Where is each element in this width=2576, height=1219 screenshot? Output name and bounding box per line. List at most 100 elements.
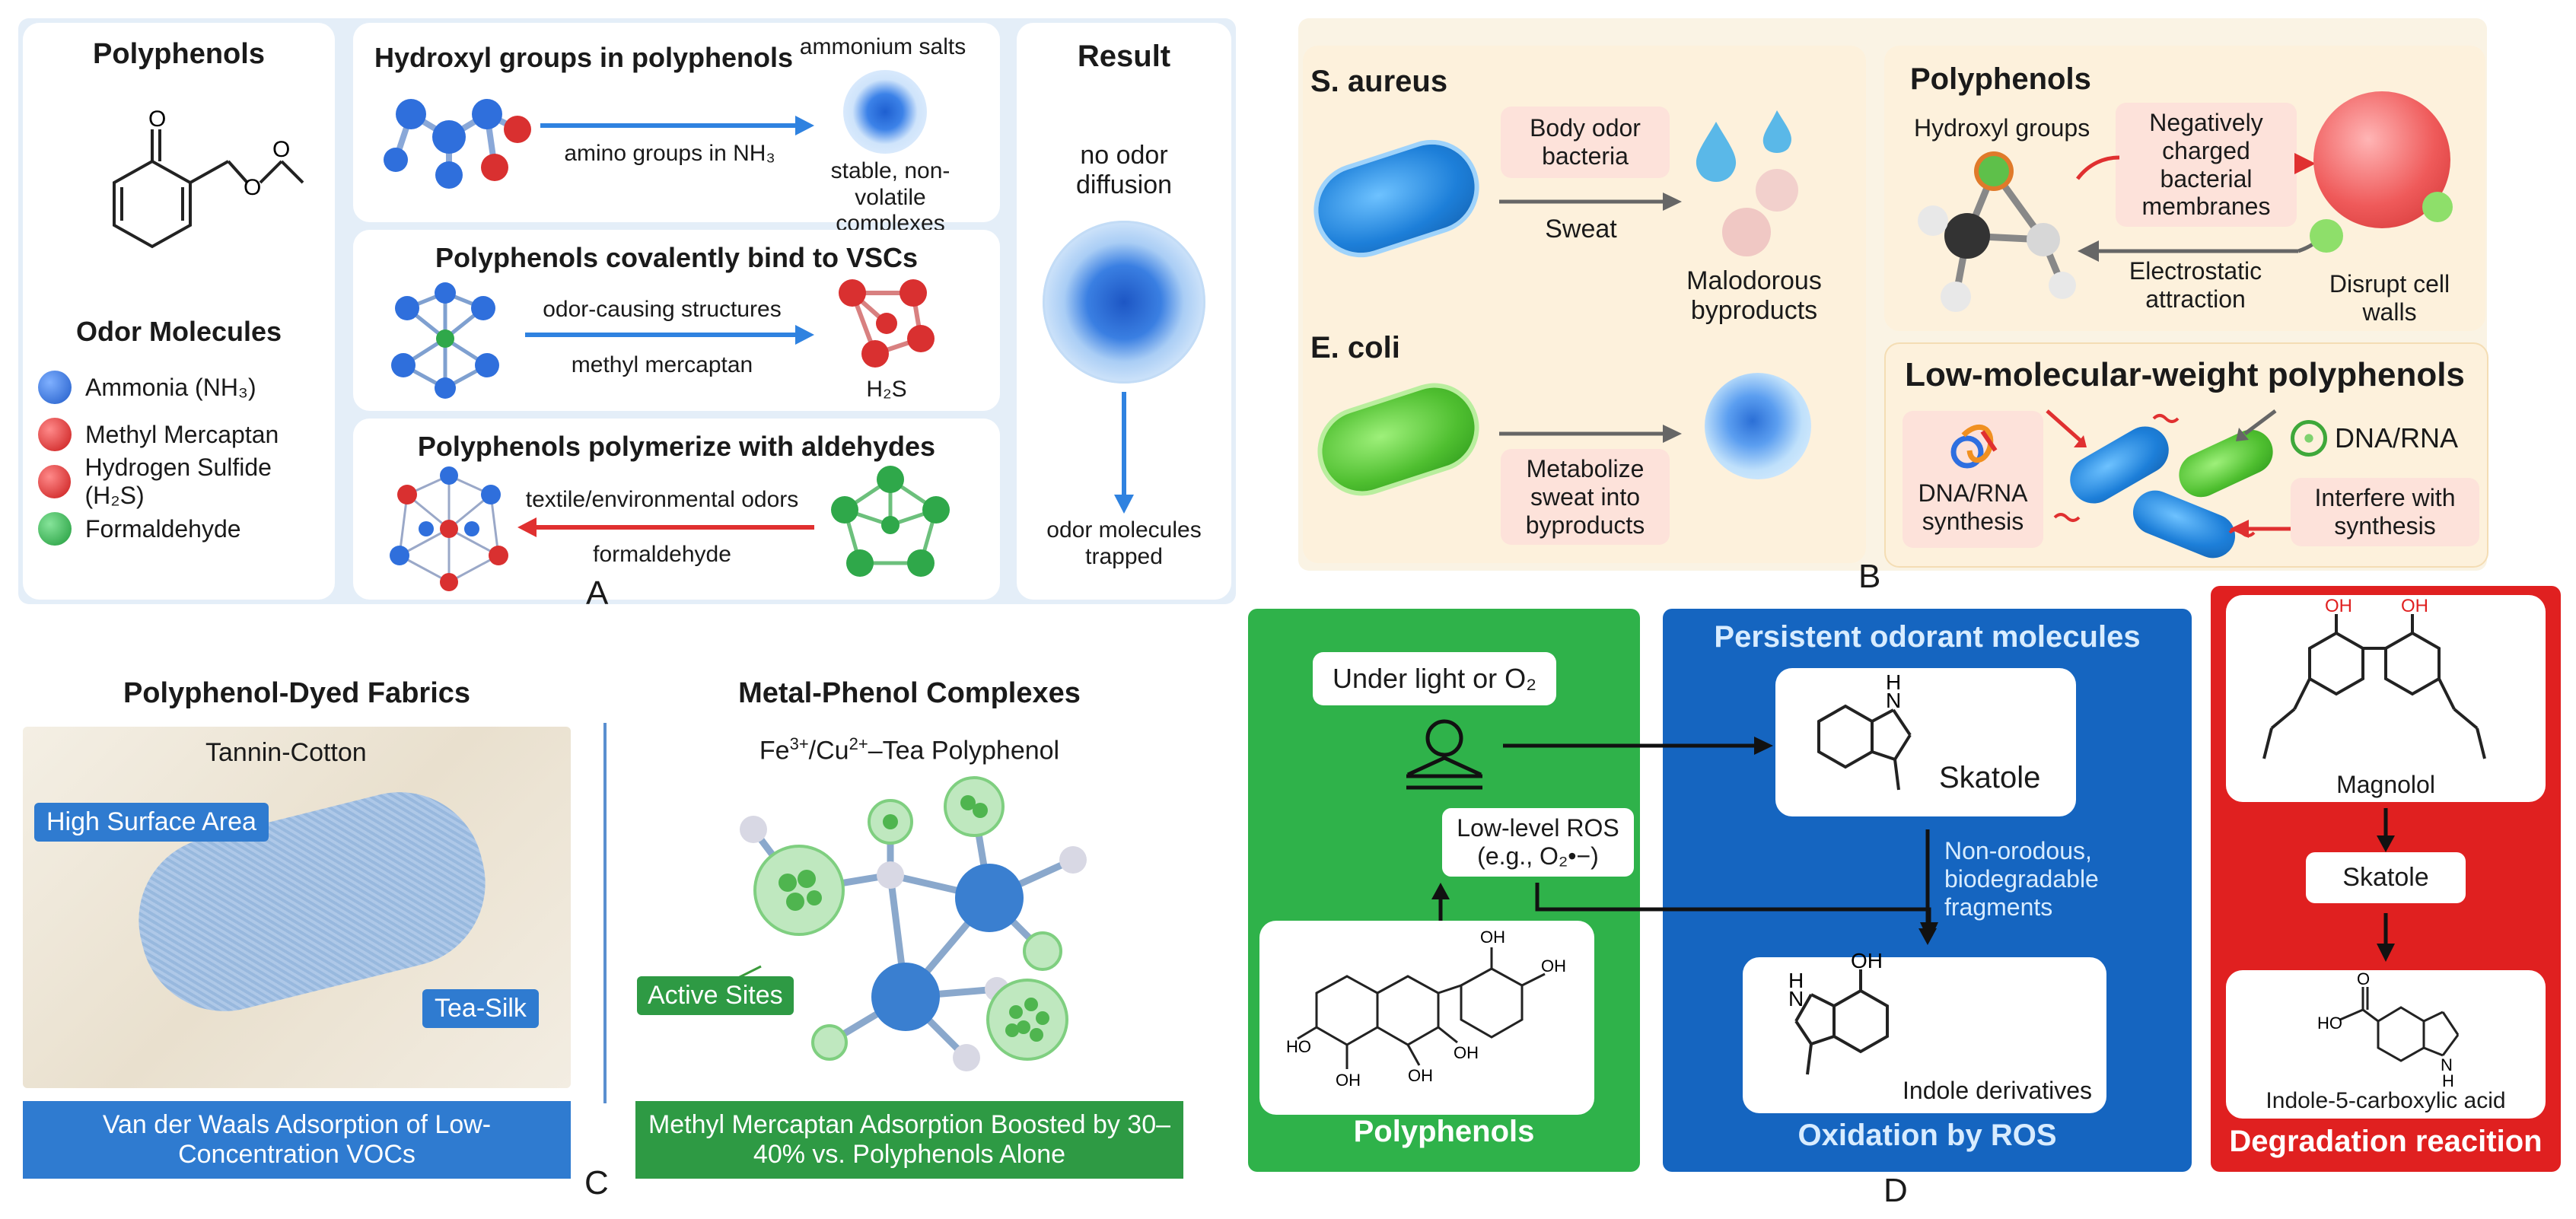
n-label: N	[1788, 987, 1804, 1011]
metabolize-arrow	[1499, 425, 1682, 443]
row1-title: Hydroxyl groups in polyphenols	[374, 42, 794, 73]
polyphenol-network-icon	[391, 282, 499, 399]
formaldehyde-molecule-icon	[831, 466, 950, 577]
row1-bottom-label: stable, non-volatile complexes	[830, 158, 950, 236]
vdw-caption: Van der Waals Adsorption of Low-Concentr…	[23, 1101, 571, 1179]
high-surface-pill: High Surface Area	[34, 803, 269, 842]
oh-label: OH	[1336, 1071, 1361, 1090]
o-label: O	[2357, 969, 2370, 988]
ammonium-salt-icon	[843, 70, 927, 154]
magnolol-label: Magnolol	[2336, 771, 2435, 798]
vsc-molecule-icon	[839, 279, 935, 368]
panel-c-divider	[603, 723, 607, 1103]
odor-molecules-title: Odor Molecules	[75, 316, 282, 347]
panel-label-b: B	[1858, 558, 1881, 595]
ketone-structure: O O O	[113, 107, 304, 249]
mercaptan-dot-icon	[38, 418, 72, 451]
legend-item: Hydrogen Sulfide (H₂S)	[38, 454, 335, 509]
panel-a-left-title: Polyphenols	[93, 38, 265, 70]
magnolol-structure: OH OH	[2262, 596, 2486, 759]
metabolize-pill: Metabolize sweat into byproducts	[1501, 449, 1670, 546]
ros-to-fragments-arrow	[1535, 883, 1938, 942]
panel-label-d: D	[1883, 1172, 1908, 1209]
result-title: Result	[1077, 40, 1171, 73]
oh-label: OH	[1408, 1066, 1433, 1085]
magnolol-down-arrow	[2377, 808, 2395, 852]
electrostatic-label: Electrostatic attraction	[2129, 257, 2262, 313]
nh-label: H	[1886, 670, 1901, 694]
row3-title: Polyphenols polymerize with aldehydes	[417, 431, 936, 462]
s-aureus-label: S. aureus	[1310, 65, 1448, 98]
byproduct-cell-icon	[1705, 373, 1811, 479]
hydroxy-indole-structure: N H OH	[1788, 949, 1889, 1075]
active-sites-pill: Active Sites	[637, 976, 794, 1015]
ho-label: HO	[2317, 1014, 2342, 1033]
odor-legend: Ammonia (NH₃) Methyl Mercaptan Hydrogen …	[38, 364, 335, 552]
indole-acid-card	[2226, 970, 2546, 1119]
negative-membrane-pill: Negatively charged bacterial membranes	[2116, 103, 2297, 228]
malodorous-label: Malodorous byproducts	[1686, 266, 1822, 326]
row2-arrow-bottom: methyl mercaptan	[571, 352, 753, 377]
indole-acid-structure: O HO N H	[2317, 969, 2460, 1090]
polyphenol-molecule-icon	[384, 99, 531, 189]
result-bottom: odor molecules trapped	[1046, 517, 1202, 569]
indole-derivatives-label: Indole derivatives	[1903, 1077, 2093, 1104]
svg-text:O: O	[272, 137, 290, 162]
oh-label: OH	[1851, 949, 1883, 972]
row2-product: H₂S	[866, 377, 907, 402]
dna-rna-label: DNA/RNA	[2335, 422, 2459, 454]
nh-label: H	[1788, 969, 1804, 992]
result-down-arrow	[1114, 392, 1134, 514]
h2s-dot-icon	[38, 465, 72, 498]
persistent-title: Persistent odorant molecules	[1714, 620, 2141, 654]
interfere-pill: Interfere with synthesis	[2291, 478, 2479, 546]
oh-label: OH	[1480, 928, 1505, 947]
magnolol-card	[2226, 595, 2546, 802]
green-particle-icon	[2310, 219, 2343, 253]
oh-label: OH	[2401, 596, 2428, 616]
row2-arrow-top: odor-causing structures	[543, 297, 782, 322]
tannin-cotton-label: Tannin-Cotton	[205, 738, 367, 767]
formaldehyde-dot-icon	[38, 512, 72, 546]
tea-silk-pill: Tea-Silk	[422, 989, 539, 1028]
row3-arrow-top: textile/environmental odors	[525, 487, 799, 512]
legend-item: Formaldehyde	[38, 505, 335, 552]
ammonia-dot-icon	[38, 371, 72, 404]
lmw-arrows-icon	[2046, 409, 2277, 537]
oh-label: HO	[1286, 1037, 1311, 1056]
sweat-label: Sweat	[1545, 215, 1617, 243]
oxidation-label: Oxidation by ROS	[1797, 1119, 2057, 1152]
hydroxyl-molecule-icon	[1918, 151, 2076, 312]
indole-acid-label: Indole-5-carboxylic acid	[2266, 1088, 2506, 1113]
skatole-down-arrow	[1918, 829, 1937, 945]
metal-phenol-subtitle: Fe3+/Cu2+–Tea Polyphenol	[759, 734, 1060, 765]
metal-phenol-complex-icon	[730, 776, 1087, 1071]
skatole-card	[1775, 668, 2076, 816]
skatole-structure: N H	[1817, 670, 1912, 791]
result-top: no odor diffusion	[1075, 141, 1173, 200]
polyphenols-b-title: Polyphenols	[1910, 62, 2091, 96]
dna-synth-label: DNA/RNA synthesis	[1918, 479, 2028, 535]
adsorption-caption: Methyl Mercaptan Adsorption Boosted by 3…	[635, 1101, 1183, 1179]
row1-top-label: ammonium salts	[799, 34, 966, 59]
row3-arrow	[517, 517, 814, 537]
row1-arrow-label: amino groups in NH₃	[564, 141, 775, 166]
indole-card	[1743, 957, 2106, 1113]
lmw-title: Low-molecular-weight polyphenols	[1905, 356, 2465, 393]
n-label: N	[2441, 1055, 2453, 1074]
oh-label: OH	[1541, 956, 1566, 976]
dna-rna-synth-box	[1903, 411, 2043, 548]
nh-label: H	[2442, 1071, 2454, 1090]
green-particle-icon	[2422, 192, 2453, 222]
disrupt-label: Disrupt cell walls	[2329, 270, 2450, 326]
panel-label-c: C	[584, 1164, 609, 1201]
fabrics-title: Polyphenol-Dyed Fabrics	[123, 677, 471, 709]
skatole-box: Skatole	[2306, 852, 2466, 903]
light-to-skatole-arrow	[1503, 737, 1773, 755]
legend-item: Ammonia (NH₃)	[38, 364, 335, 411]
low-ros-pill: Low-level ROS (e.g., O₂•−)	[1442, 808, 1634, 877]
trapped-cell-icon	[1043, 221, 1205, 384]
polymer-network-icon	[390, 466, 508, 591]
light-source-icon	[1406, 719, 1482, 790]
membrane-arrow	[2076, 153, 2316, 180]
